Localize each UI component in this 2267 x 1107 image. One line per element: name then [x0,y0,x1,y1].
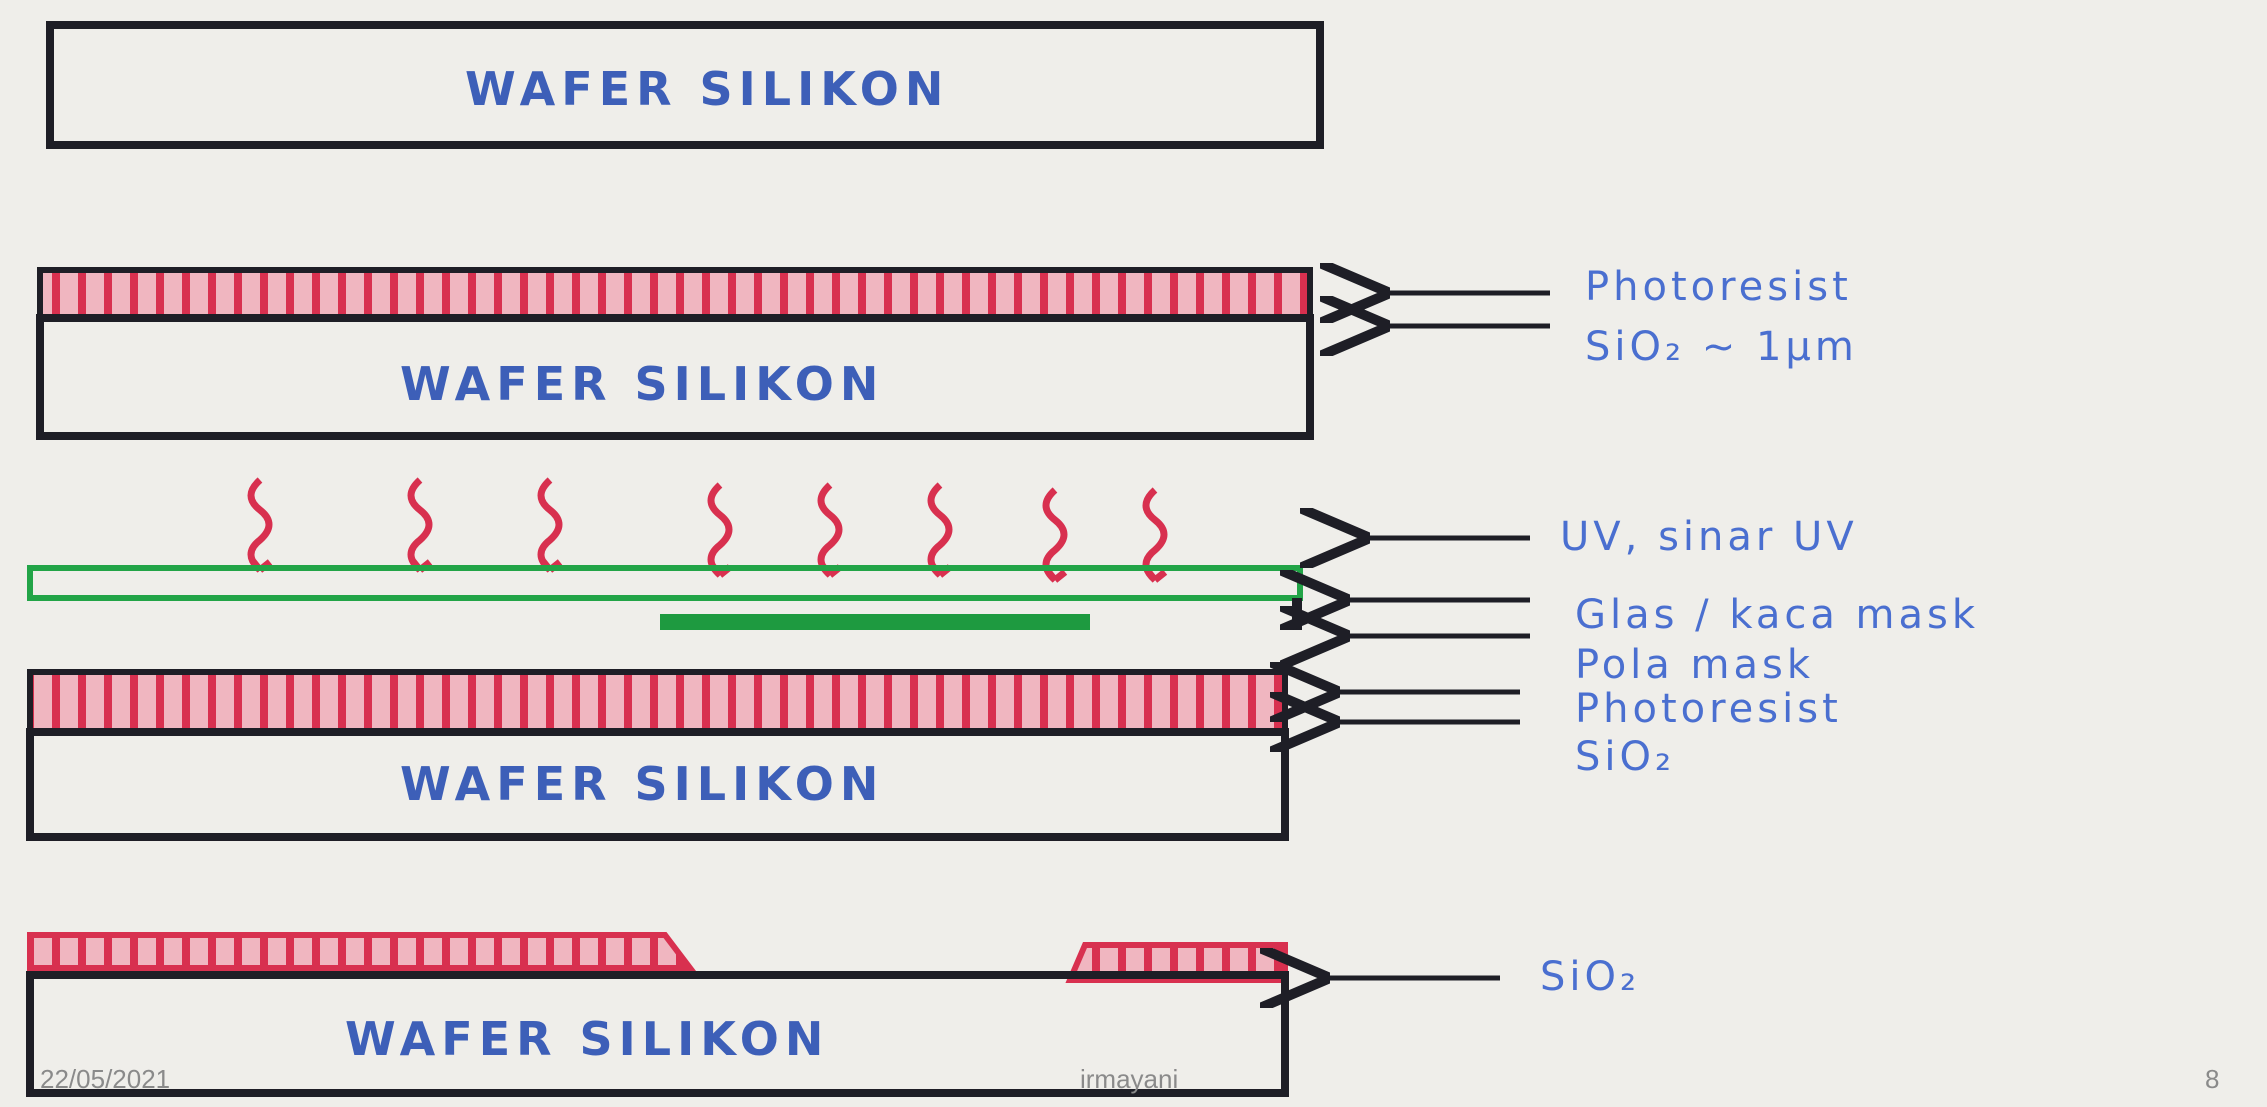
stage3-wafer [26,669,1289,841]
uv-ray [537,477,563,573]
label-sio2-3: SiO₂ [1575,734,1675,780]
stage2-wafer [36,267,1314,440]
glass-mask [27,565,1303,630]
stage3-wafer-body [26,728,1289,841]
label-sio2-2: SiO₂ ~ 1μm [1585,324,1858,370]
stage2-wafer-label: WAFER SILIKON [400,357,884,411]
label-glass-mask: Glas / kaca mask [1575,592,1979,638]
footer-author: irmayani [1080,1064,1179,1094]
footer-date: 22/05/2021 [40,1064,171,1094]
stage3-wafer-label: WAFER SILIKON [400,757,884,811]
uv-ray [247,477,273,573]
label-sio2-4: SiO₂ [1540,954,1640,1000]
stage1-wafer [46,21,1324,149]
mask-pattern [660,614,1090,630]
uv-ray [817,482,843,578]
stage4-wafer [26,932,1289,1097]
stage2-wafer-body [36,314,1314,440]
stage2-photoresist-layer [37,267,1313,321]
footer-page-number: 8 [2205,1064,2220,1094]
uv-ray [407,477,433,573]
stage3-photoresist-layer [27,669,1288,735]
label-photoresist-3: Photoresist [1575,686,1842,732]
label-pattern-mask: Pola mask [1575,642,1814,688]
uv-ray [927,482,953,578]
stage1-wafer-label: WAFER SILIKON [465,62,949,116]
stage4-wafer-body [26,971,1289,1097]
label-photoresist-2: Photoresist [1585,264,1852,310]
stage4-oxide-left [27,932,697,971]
label-uv: UV, sinar UV [1560,514,1858,560]
uv-ray [707,482,733,578]
stage4-wafer-label: WAFER SILIKON [345,1012,829,1066]
